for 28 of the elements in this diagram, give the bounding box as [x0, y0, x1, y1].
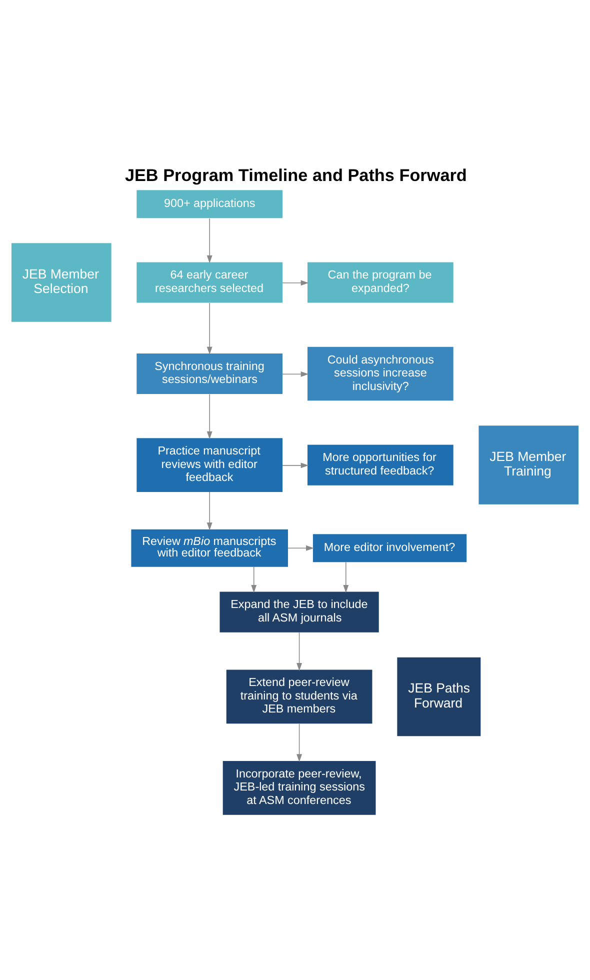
- diagram-title: JEB Program Timeline and Paths Forward: [124, 165, 467, 186]
- arrow: [296, 723, 302, 762]
- node-box: JEB Member Training: [478, 426, 579, 504]
- node-box: Synchronous training sessions/webinars: [136, 354, 283, 394]
- node-box: 900+ applications: [136, 190, 283, 218]
- arrow: [206, 302, 212, 355]
- node-box: More editor involvement?: [312, 534, 467, 562]
- arrow: [288, 545, 314, 551]
- arrow: [282, 280, 309, 286]
- arrow: [296, 632, 302, 671]
- node-box: Expand the JEB to include all ASM journals: [220, 592, 379, 632]
- node-box: Practice manuscript reviews with editor feedback: [136, 438, 283, 492]
- node-box: Could asynchronous sessions increase inclusivity?: [307, 346, 454, 401]
- node-box: JEB Paths Forward: [397, 657, 481, 736]
- node-box: 64 early career researchers selected: [136, 262, 283, 303]
- arrow: [206, 218, 212, 264]
- node-box: Incorporate peer-review, JEB-led training sessions at ASM conferences: [222, 761, 376, 815]
- arrow: [206, 394, 212, 440]
- node-box: More opportunities for structured feedback?: [307, 444, 454, 486]
- node-box: Extend peer-review training to students via JEB members: [226, 670, 372, 724]
- node-box: Can the program be expanded?: [307, 262, 454, 303]
- node-box: JEB Member Selection: [11, 243, 112, 322]
- arrow: [343, 562, 349, 593]
- arrow: [282, 371, 309, 377]
- arrow: [251, 566, 257, 593]
- node-box: Review mBio manuscripts with editor feedback: [131, 529, 288, 567]
- arrow: [206, 492, 212, 530]
- arrow: [282, 462, 309, 468]
